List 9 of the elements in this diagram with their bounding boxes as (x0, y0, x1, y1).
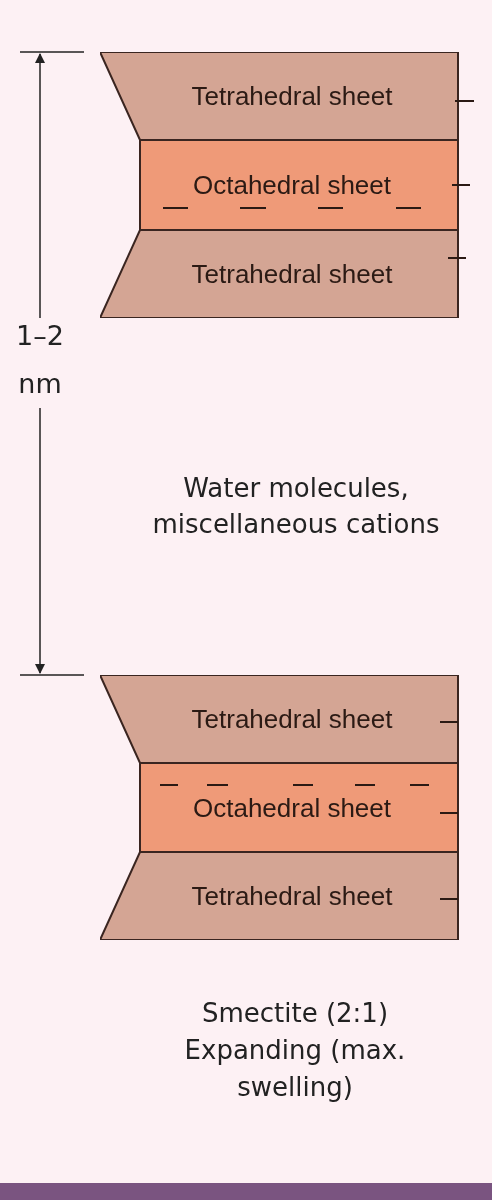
sheet-label: Tetrahedral sheet (190, 703, 394, 735)
sheet-label: Octahedral sheet (192, 169, 392, 201)
figure-caption: Smectite (2:1) Expanding (max. swelling) (183, 997, 407, 1104)
interlayer-note: Water molecules, miscellaneous cations (151, 472, 441, 541)
sheet-label: Octahedral sheet (192, 791, 392, 824)
dimension-label: 1–2 nm (15, 319, 65, 401)
sheet-label: Tetrahedral sheet (190, 880, 394, 912)
sheet-label: Tetrahedral sheet (190, 258, 394, 290)
sheet-label: Tetrahedral sheet (190, 80, 394, 112)
